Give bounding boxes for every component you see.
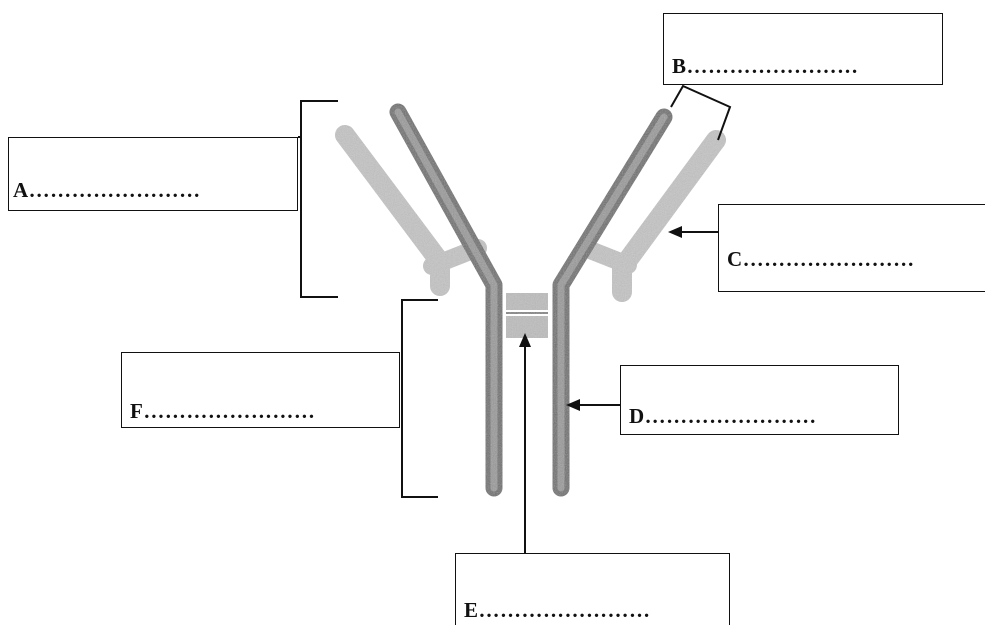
heavy-chain-left — [389, 103, 503, 497]
bracket-f — [401, 299, 438, 498]
label-box-a[interactable]: A…………………… — [8, 137, 298, 211]
label-e-text: E…………………… — [464, 598, 651, 622]
bracket-b — [670, 84, 732, 141]
light-chain-right — [576, 130, 726, 302]
arrow-c — [668, 226, 718, 238]
label-d-text: D…………………… — [629, 404, 817, 428]
label-box-e[interactable]: E…………………… — [455, 553, 730, 625]
arrow-e — [519, 333, 531, 553]
hinge-region — [506, 293, 548, 338]
label-box-c[interactable]: C…………………… — [718, 204, 985, 292]
label-c-text: C…………………… — [727, 247, 915, 271]
label-a-text: A…………………… — [13, 178, 201, 202]
label-box-f[interactable]: F…………………… — [121, 352, 400, 428]
heavy-chain-right — [552, 108, 673, 497]
label-b-text: B…………………… — [672, 54, 859, 78]
bracket-a — [298, 100, 338, 298]
arrow-d — [566, 399, 620, 411]
label-f-text: F…………………… — [130, 399, 316, 423]
label-box-d[interactable]: D…………………… — [620, 365, 899, 435]
label-box-b[interactable]: B…………………… — [663, 13, 943, 85]
